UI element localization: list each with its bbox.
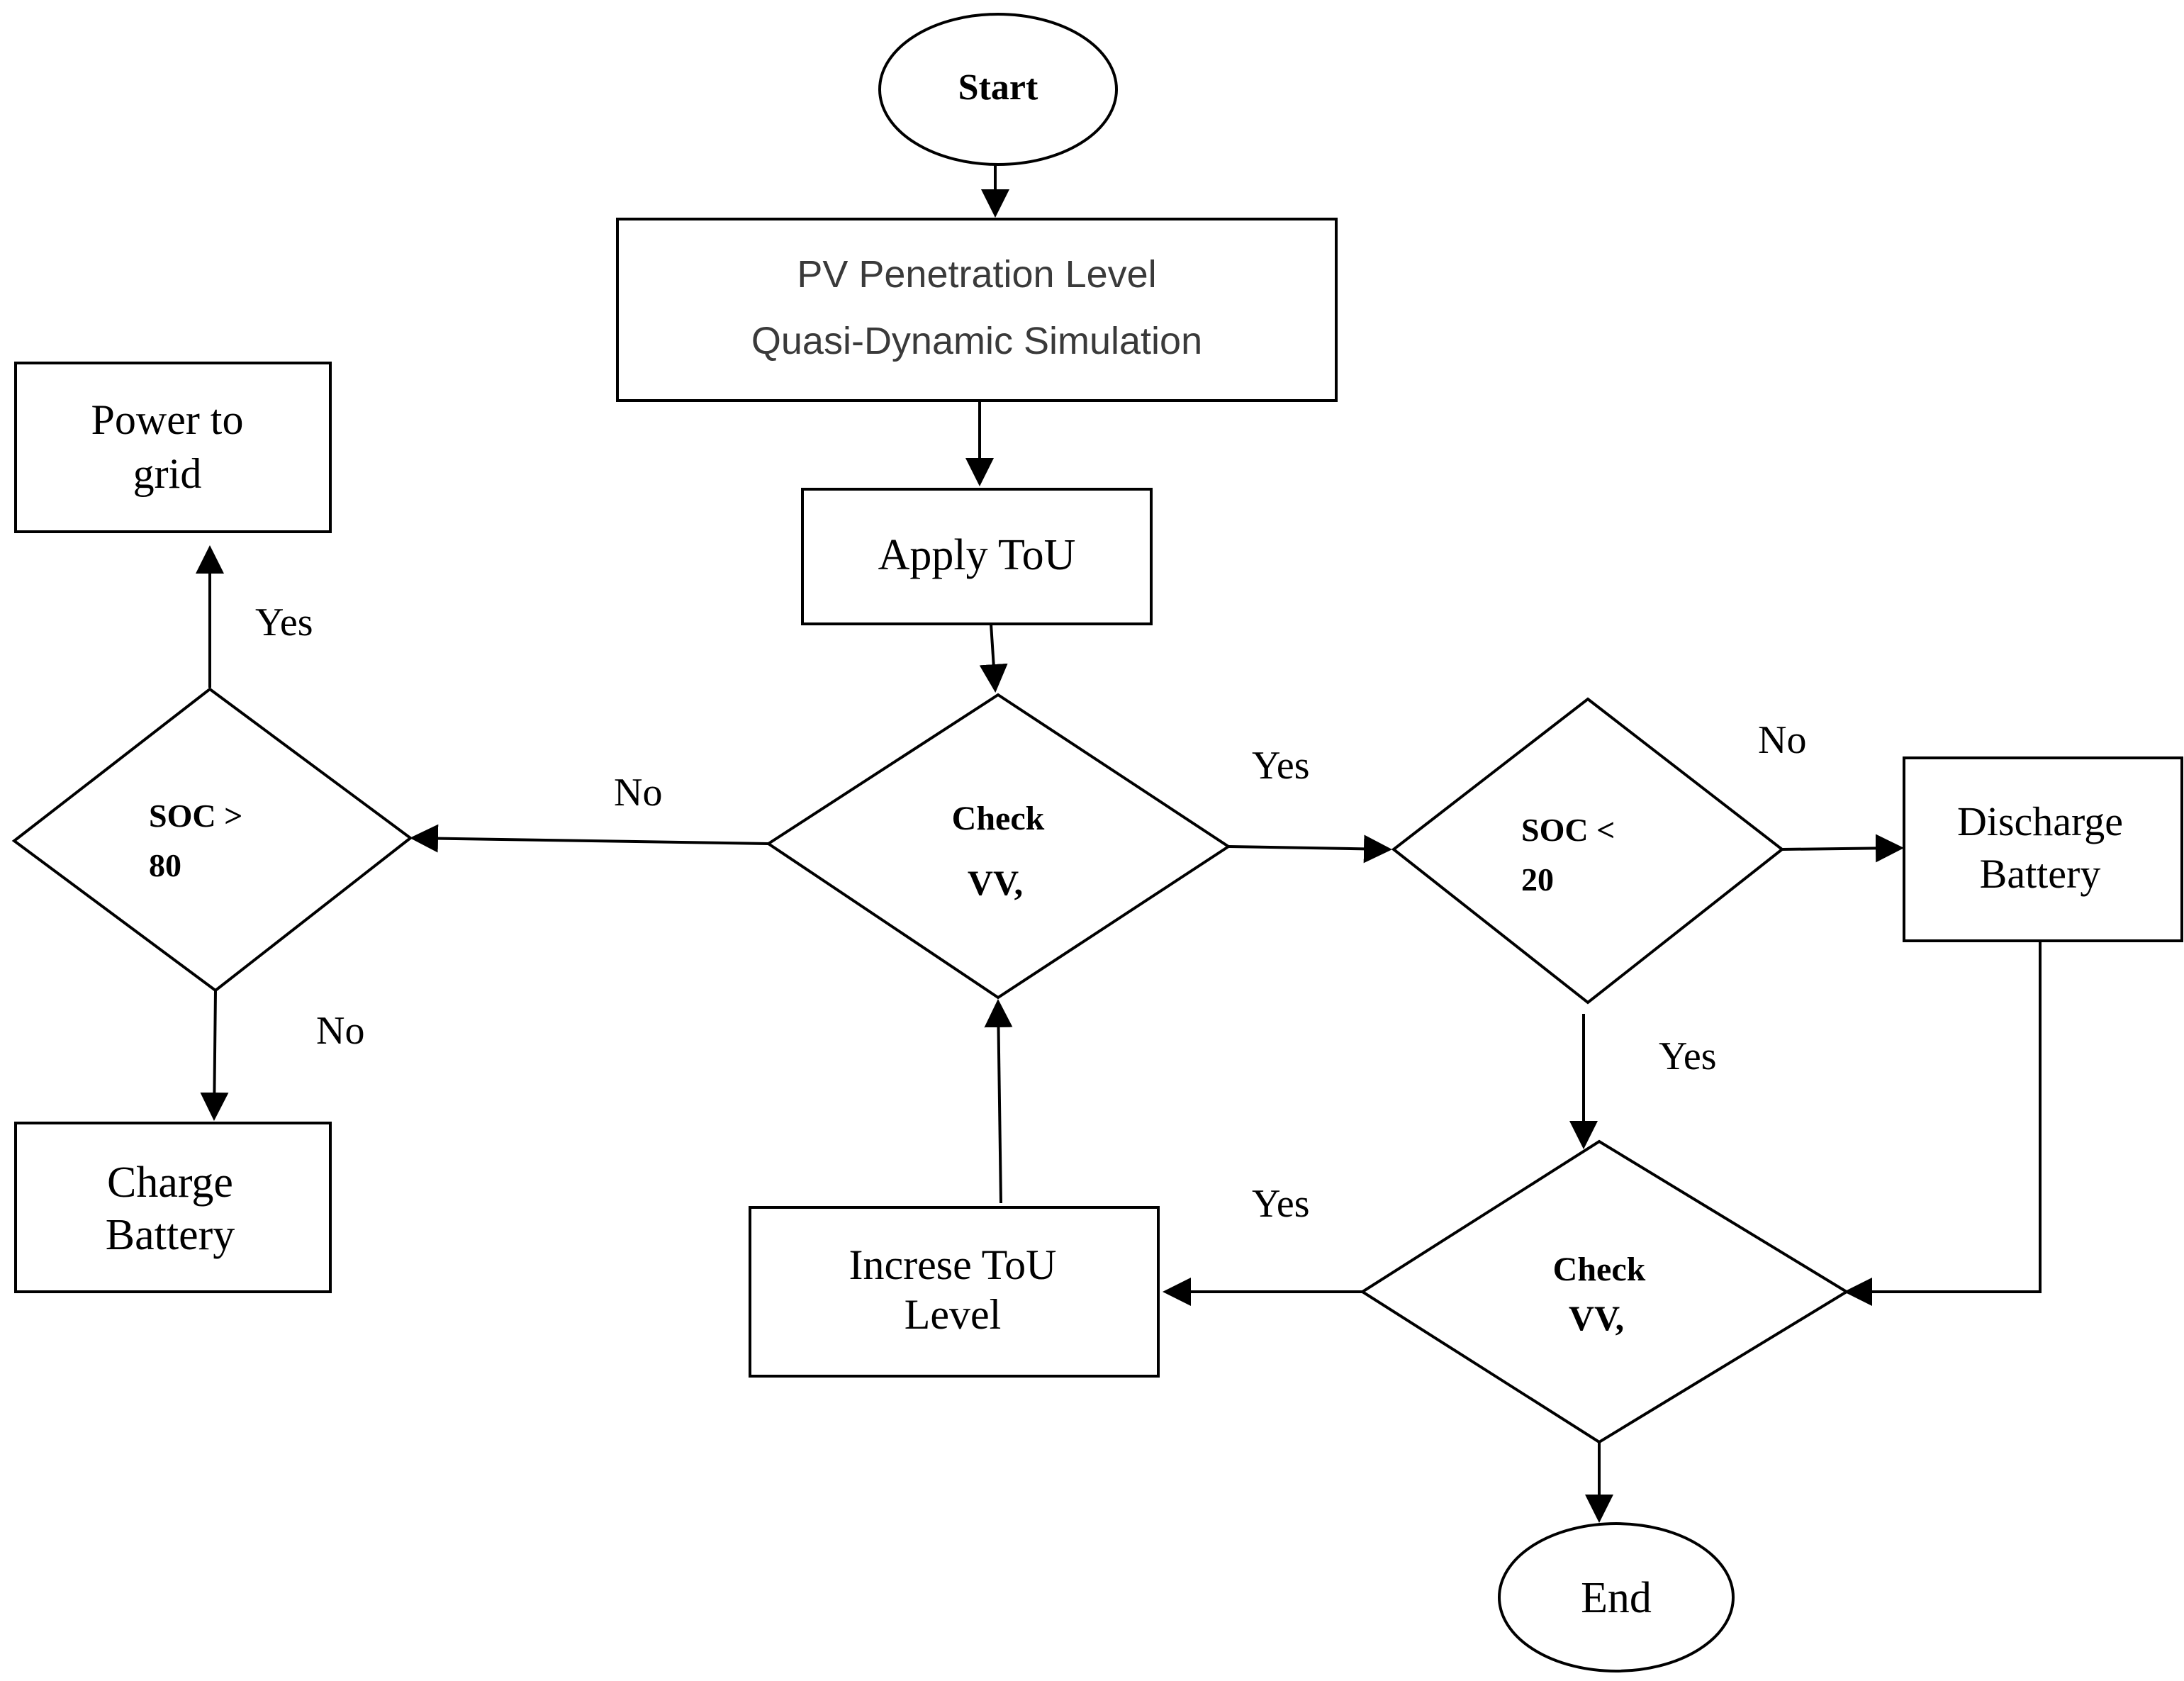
end-label: End xyxy=(1581,1574,1652,1622)
discharge-battery-line1: Discharge xyxy=(1957,798,2123,844)
end-node: End xyxy=(1498,1522,1735,1672)
discharge-battery-line2: Battery xyxy=(1980,851,2101,897)
soc-lt-line2: 20 xyxy=(1521,861,1554,898)
label-soc-lt-no: No xyxy=(1758,718,1806,762)
start-node: Start xyxy=(878,13,1118,166)
label-soc-lt-yes: Yes xyxy=(1659,1034,1716,1078)
check-vv-bottom-line1: Check xyxy=(1553,1251,1646,1288)
power-to-grid-line1: Power to xyxy=(91,396,244,443)
increase-tou-box: Increse ToU Level xyxy=(749,1206,1160,1378)
apply-tou-label: Apply ToU xyxy=(878,531,1076,579)
check-vv-bottom-diamond: Check VV, xyxy=(1360,1139,1849,1444)
check-vv-top-diamond: Check VV, xyxy=(766,693,1231,1000)
power-to-grid-box: Power to grid xyxy=(14,362,332,533)
arrow-discharge-to-check-bottom xyxy=(1844,941,2042,1306)
power-to-grid-line2: grid xyxy=(133,450,202,497)
label-soc-gt-no: No xyxy=(316,1009,364,1053)
edge-labels: Yes No No Yes No Yes Yes xyxy=(255,601,1806,1226)
check-vv-top-line2: VV, xyxy=(968,863,1023,903)
label-soc-gt-yes: Yes xyxy=(255,601,313,644)
pv-label-line1: PV Penetration Level xyxy=(797,253,1156,296)
label-check-top-no: No xyxy=(614,771,662,815)
soc-lt-20-diamond: SOC < 20 xyxy=(1391,697,1785,1005)
label-check-bottom-yes: Yes xyxy=(1252,1182,1309,1226)
charge-battery-box: Charge Battery xyxy=(14,1122,332,1293)
check-vv-top-line1: Check xyxy=(952,800,1045,837)
arrow-increase-to-check-top xyxy=(984,999,1013,1204)
soc-gt-line1: SOC > xyxy=(149,798,242,834)
apply-tou-box: Apply ToU xyxy=(801,488,1153,625)
charge-battery-line2: Battery xyxy=(106,1211,235,1259)
pv-label-line2: Quasi-Dynamic Simulation xyxy=(751,320,1202,362)
start-label: Start xyxy=(958,67,1038,108)
edges xyxy=(196,165,2042,1523)
arrow-soc-gt-to-charge xyxy=(200,990,229,1121)
arrow-soc-lt-to-discharge xyxy=(1781,834,1904,863)
increase-tou-line1: Increse ToU xyxy=(849,1241,1057,1288)
increase-tou-line2: Level xyxy=(905,1291,1002,1338)
soc-gt-80-diamond: SOC > 80 xyxy=(11,687,413,993)
arrow-check-to-soc-gt xyxy=(410,824,769,853)
arrow-check-to-soc-lt xyxy=(1228,834,1392,864)
charge-battery-line1: Charge xyxy=(107,1158,233,1207)
check-vv-bottom-line2: VV, xyxy=(1569,1298,1624,1338)
arrow-apply-tou-to-check xyxy=(979,623,1008,693)
pv-penetration-box: PV Penetration Level Quasi-Dynamic Simul… xyxy=(616,218,1338,402)
soc-lt-line1: SOC < xyxy=(1521,812,1615,848)
discharge-battery-box: Discharge Battery xyxy=(1903,756,2183,942)
label-check-top-yes: Yes xyxy=(1252,744,1309,788)
soc-gt-line2: 80 xyxy=(149,847,181,883)
